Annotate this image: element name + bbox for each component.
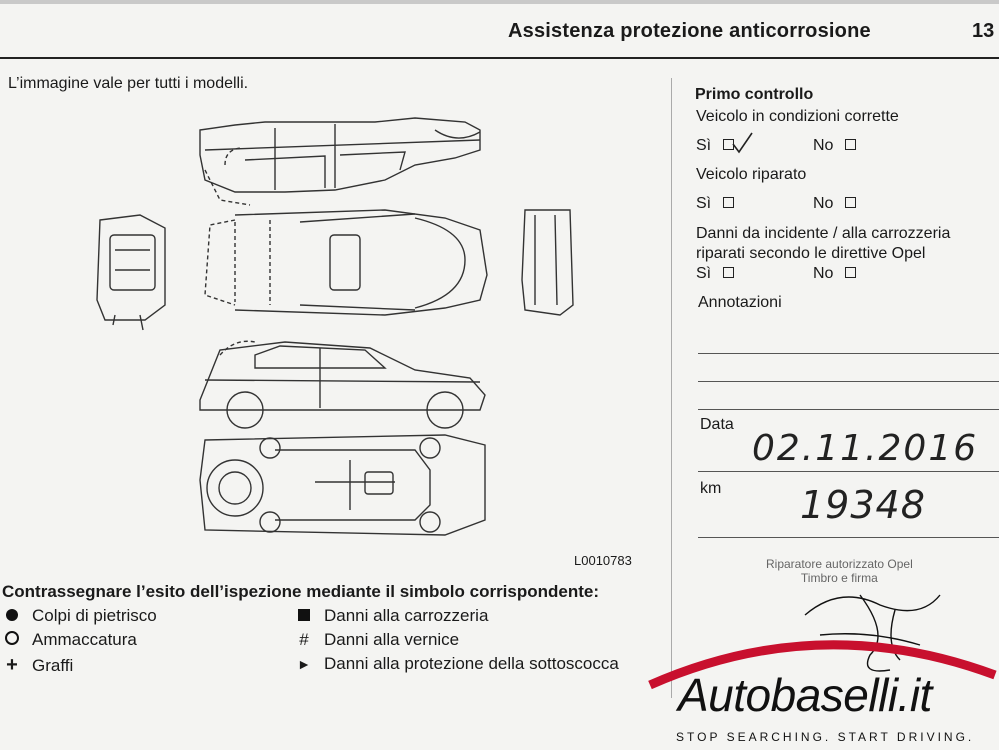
- notes-line-2[interactable]: [698, 381, 999, 382]
- q3-no-checkbox[interactable]: [845, 267, 857, 278]
- q1-no-checkbox[interactable]: [845, 139, 857, 150]
- yes-label: Sì: [696, 265, 712, 282]
- legend-item-stone-chips: Colpi di pietrisco: [0, 606, 157, 626]
- car-underbody-view: [199, 434, 486, 536]
- notes-line-3[interactable]: [698, 409, 999, 410]
- car-side-panel-view: [199, 117, 481, 206]
- date-label: Data: [700, 416, 734, 433]
- question-correct-condition: Veicolo in condizioni corrette: [696, 108, 899, 125]
- filled-square-icon: [292, 606, 316, 626]
- figure-code: L0010783: [574, 553, 632, 568]
- legend-item-dent: Ammaccatura: [0, 630, 137, 650]
- legend-label: Colpi di pietrisco: [32, 606, 157, 625]
- q1-yes-option[interactable]: Sì: [696, 137, 735, 155]
- km-value[interactable]: 19348: [800, 483, 926, 527]
- column-divider: [671, 78, 672, 698]
- notes-line-1[interactable]: [698, 353, 999, 354]
- stamp-line-1: Riparatore autorizzato Opel: [766, 557, 913, 571]
- q3-yes-option[interactable]: Sì: [696, 265, 735, 283]
- q2-no-checkbox[interactable]: [845, 197, 857, 208]
- page-number: 13: [972, 20, 995, 42]
- top-edge: [0, 0, 999, 4]
- yes-label: Sì: [696, 195, 712, 212]
- yes-label: Sì: [696, 137, 712, 154]
- car-front-view: [96, 214, 166, 331]
- no-label: No: [813, 137, 834, 154]
- open-circle-icon: [0, 630, 24, 650]
- car-side-view: [199, 340, 486, 429]
- car-top-view: [204, 209, 488, 316]
- car-inspection-diagram: [96, 117, 574, 536]
- q2-no-option[interactable]: No: [813, 195, 857, 213]
- brand-tagline: STOP SEARCHING. START DRIVING.: [676, 730, 975, 744]
- question-accident-damage-line1: Danni da incidente / alla carrozzeria: [696, 225, 951, 242]
- hash-icon: #: [299, 630, 309, 649]
- no-label: No: [813, 265, 834, 282]
- no-label: No: [813, 195, 834, 212]
- km-label: km: [700, 480, 722, 497]
- question-accident-damage-line2: riparati secondo le direttive Opel: [696, 245, 926, 262]
- km-line: [698, 537, 999, 538]
- stamp-line-2: Timbro e firma: [800, 571, 878, 585]
- legend-item-underbody-damage: ► Danni alla protezione della sottoscocc…: [292, 654, 619, 674]
- checkmark-icon: [732, 132, 753, 154]
- q2-yes-option[interactable]: Sì: [696, 195, 735, 213]
- signature: [804, 594, 941, 672]
- triangle-right-icon: ►: [297, 656, 311, 672]
- question-repaired: Veicolo riparato: [696, 166, 807, 183]
- form-heading: Primo controllo: [695, 86, 814, 103]
- legend-item-body-damage: Danni alla carrozzeria: [292, 606, 488, 626]
- date-line: [698, 471, 999, 472]
- legend-item-scratches: + Graffi: [0, 654, 73, 677]
- notes-label: Annotazioni: [698, 294, 782, 311]
- legend-label: Danni alla vernice: [324, 630, 460, 649]
- legend-heading: Contrassegnare l’esito dell’ispezione me…: [2, 582, 600, 601]
- q2-yes-checkbox[interactable]: [723, 197, 735, 208]
- intro-text: L’immagine vale per tutti i modelli.: [8, 75, 249, 92]
- stamp-area: Riparatore autorizzato Opel Timbro e fir…: [766, 557, 913, 585]
- brand-swoosh: [648, 640, 997, 690]
- plus-icon: +: [6, 654, 18, 676]
- filled-circle-icon: [0, 606, 24, 626]
- q3-yes-checkbox[interactable]: [723, 267, 735, 278]
- car-rear-view: [521, 209, 574, 316]
- legend-label: Danni alla carrozzeria: [324, 606, 489, 625]
- header-rule: [0, 57, 999, 59]
- date-value[interactable]: 02.11.2016: [752, 428, 979, 469]
- legend-label: Ammaccatura: [32, 630, 137, 649]
- q1-no-option[interactable]: No: [813, 137, 857, 155]
- legend-label: Graffi: [32, 655, 74, 675]
- legend-label: Danni alla protezione della sottoscocca: [324, 654, 619, 673]
- brand-logo-text: Autobaselli.it: [678, 669, 932, 721]
- legend-item-paint-damage: # Danni alla vernice: [292, 630, 459, 650]
- page-title: Assistenza protezione anticorrosione: [508, 20, 871, 42]
- q3-no-option[interactable]: No: [813, 265, 857, 283]
